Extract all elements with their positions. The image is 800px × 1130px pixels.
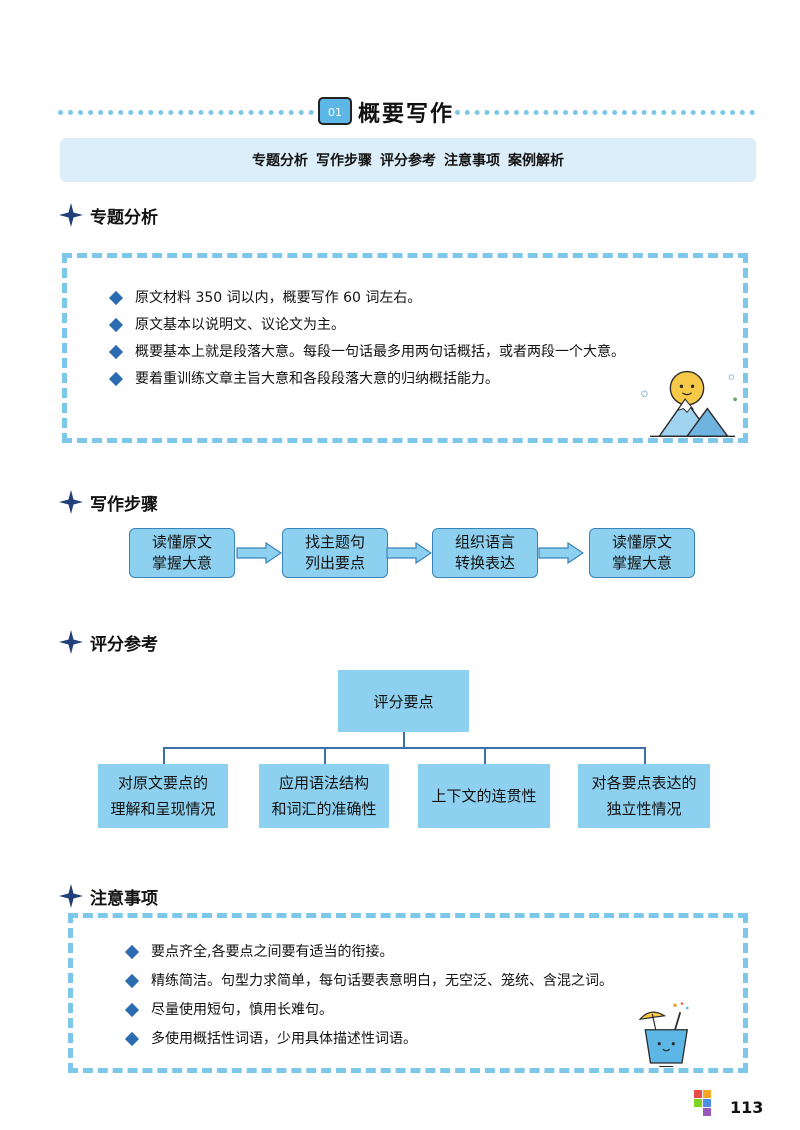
list-item: 尽量使用短句，慎用长难句。 (124, 1000, 725, 1020)
scoring-child-node: 应用语法结构和词汇的准确性 (259, 764, 389, 828)
list-item: 概要基本上就是段落大意。每段一句话最多用两句话概括，或者两段一个大意。 (108, 342, 729, 362)
diamond-bullet-icon (124, 973, 140, 989)
four-point-star-icon (59, 203, 83, 227)
list-item: 要着重训练文章主旨大意和各段段落大意的归纳概括能力。 (108, 369, 729, 389)
tree-connector (403, 732, 405, 748)
header-dotline-right (455, 110, 755, 115)
analysis-list: 原文材料 350 词以内，概要写作 60 词左右。 原文基本以说明文、议论文为主… (108, 288, 729, 389)
scoring-root-node: 评分要点 (338, 670, 469, 732)
section-nav-bar: 专题分析 写作步骤 评分参考 注意事项 案例解析 (60, 138, 756, 182)
tree-connector (644, 747, 646, 764)
scoring-child-node: 上下文的连贯性 (418, 764, 550, 828)
notes-box: 要点齐全,各要点之间要有适当的衔接。 精练简洁。句型力求简单，每句话要表意明白，… (68, 913, 748, 1073)
section-heading-steps: 写作步骤 (58, 487, 158, 517)
section-title: 评分参考 (90, 634, 158, 655)
four-point-star-icon (59, 884, 83, 908)
nav-item-notes[interactable]: 注意事项 (444, 153, 500, 169)
page-number: 113 (730, 1098, 764, 1117)
diamond-bullet-icon (108, 317, 124, 333)
flow-step-2: 找主题句列出要点 (282, 528, 388, 578)
chapter-number-badge: 01 (318, 97, 352, 125)
sun-mountain-illustration (641, 370, 737, 437)
section-heading-notes: 注意事项 (58, 881, 158, 911)
flow-step-4: 读懂原文掌握大意 (589, 528, 695, 578)
list-item: 精练简洁。句型力求简单，每句话要表意明白，无空泛、笼统、含混之词。 (124, 971, 725, 991)
right-arrow-icon (236, 542, 282, 564)
section-title: 注意事项 (90, 888, 158, 909)
nav-item-scoring[interactable]: 评分参考 (380, 153, 436, 169)
section-title: 写作步骤 (90, 494, 158, 515)
header-dotline-left (58, 110, 314, 115)
drink-cup-illustration (638, 1002, 689, 1068)
section-title: 专题分析 (90, 207, 158, 228)
section-heading-analysis: 专题分析 (58, 200, 158, 230)
four-point-star-icon (59, 630, 83, 654)
notes-list: 要点齐全,各要点之间要有适当的衔接。 精练简洁。句型力求简单，每句话要表意明白，… (124, 942, 725, 1049)
tree-connector (163, 747, 165, 764)
diamond-bullet-icon (124, 1031, 140, 1047)
section-heading-scoring: 评分参考 (58, 627, 158, 657)
right-arrow-icon (538, 542, 584, 564)
list-item: 原文材料 350 词以内，概要写作 60 词左右。 (108, 288, 729, 308)
list-item: 原文基本以说明文、议论文为主。 (108, 315, 729, 335)
page-logo-icon (694, 1090, 711, 1116)
tree-connector (484, 747, 486, 764)
diamond-bullet-icon (108, 290, 124, 306)
diamond-bullet-icon (124, 1002, 140, 1018)
right-arrow-icon (386, 542, 432, 564)
flow-step-3: 组织语言转换表达 (432, 528, 538, 578)
diamond-bullet-icon (124, 944, 140, 960)
nav-item-cases[interactable]: 案例解析 (508, 153, 564, 169)
scoring-child-node: 对各要点表达的独立性情况 (578, 764, 710, 828)
flow-step-1: 读懂原文掌握大意 (129, 528, 235, 578)
diamond-bullet-icon (108, 344, 124, 360)
tree-connector (163, 747, 645, 749)
nav-item-analysis[interactable]: 专题分析 (252, 153, 308, 169)
tree-connector (324, 747, 326, 764)
list-item: 要点齐全,各要点之间要有适当的衔接。 (124, 942, 725, 962)
diamond-bullet-icon (108, 371, 124, 387)
chapter-title: 概要写作 (358, 101, 455, 127)
analysis-box: 原文材料 350 词以内，概要写作 60 词左右。 原文基本以说明文、议论文为主… (62, 253, 748, 443)
list-item: 多使用概括性词语，少用具体描述性词语。 (124, 1029, 725, 1049)
scoring-child-node: 对原文要点的理解和呈现情况 (98, 764, 228, 828)
nav-item-steps[interactable]: 写作步骤 (316, 153, 372, 169)
four-point-star-icon (59, 490, 83, 514)
